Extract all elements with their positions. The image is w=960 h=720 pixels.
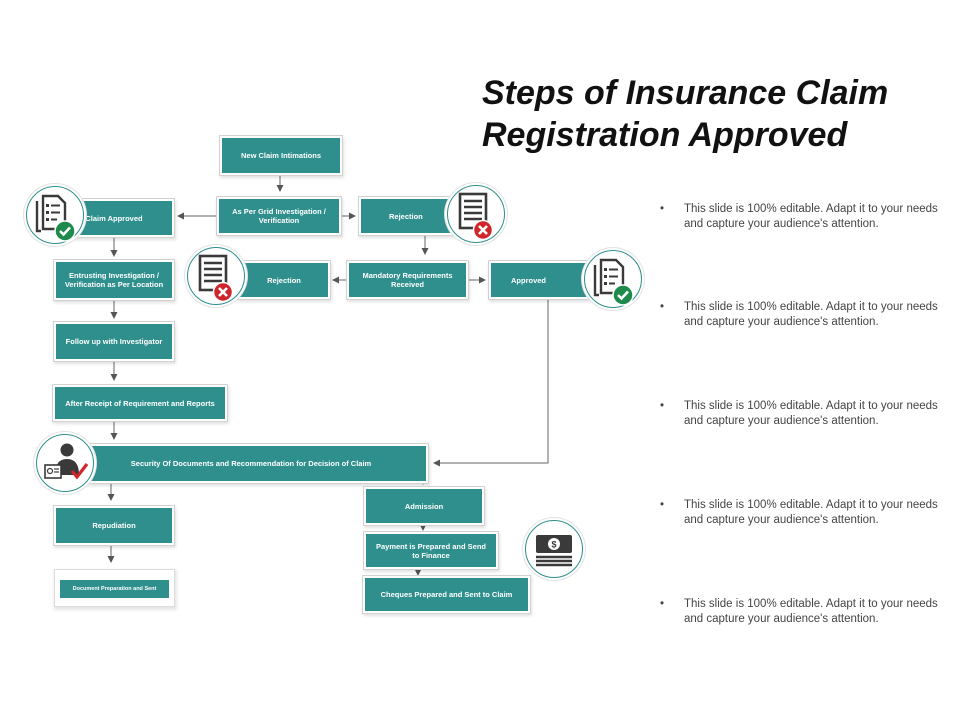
bullet-item: • This slide is 100% editable. Adapt it t… <box>660 399 950 428</box>
bullet-item: • This slide is 100% editable. Adapt it t… <box>660 498 950 527</box>
bullet-text: This slide is 100% editable. Adapt it to… <box>684 203 938 230</box>
step-payment: Payment is Prepared and Send to Finance <box>366 534 496 567</box>
step-after-receipt: After Receipt of Requirement and Reports <box>55 387 225 419</box>
bullet-item: • This slide is 100% editable. Adapt it t… <box>660 202 950 231</box>
document-check-icon <box>26 186 84 244</box>
bullet-marker: • <box>660 598 665 610</box>
bullet-item: • This slide is 100% editable. Adapt it t… <box>660 300 950 329</box>
bullet-text: This slide is 100% editable. Adapt it to… <box>684 598 938 625</box>
bullet-text: This slide is 100% editable. Adapt it to… <box>684 400 938 427</box>
bullet-item: • This slide is 100% editable. Adapt it t… <box>660 597 950 626</box>
step-mandatory: Mandatory Requirements Received <box>349 263 466 297</box>
svg-text:$: $ <box>551 540 556 550</box>
bullet-marker: • <box>660 203 665 215</box>
step-cheques: Cheques Prepared and Sent to Claim <box>365 578 528 611</box>
arrow-approved-to-security <box>433 298 549 467</box>
step-approved: Approved <box>491 263 587 297</box>
bullet-text: This slide is 100% editable. Adapt it to… <box>684 301 938 328</box>
document-reject-icon <box>447 185 505 243</box>
bullet-text: This slide is 100% editable. Adapt it to… <box>684 499 938 526</box>
step-admission: Admission <box>366 489 482 523</box>
person-check-icon <box>36 434 94 492</box>
step-entrusting: Entrusting Investigation / Verification … <box>56 262 172 298</box>
step-repudiation: Repudiation <box>56 508 172 543</box>
bullet-marker: • <box>660 499 665 511</box>
bullet-marker: • <box>660 400 665 412</box>
money-stack-icon: $ <box>525 520 583 578</box>
page-title: Steps of Insurance Claim Registration Ap… <box>482 74 889 154</box>
step-grid-investigation: As Per Grid Investigation / Verification <box>219 199 339 233</box>
document-check-icon <box>584 250 642 308</box>
document-reject-icon <box>187 247 245 305</box>
step-rejection-mid: Rejection <box>240 263 328 297</box>
step-new-claim: New Claim Intimations <box>222 138 340 173</box>
step-follow-up: Follow up with Investigator <box>56 324 172 359</box>
step-document-prep: Document Preparation and Sent <box>60 580 169 598</box>
bullet-marker: • <box>660 301 665 313</box>
step-security: Security Of Documents and Recommendation… <box>76 446 426 481</box>
